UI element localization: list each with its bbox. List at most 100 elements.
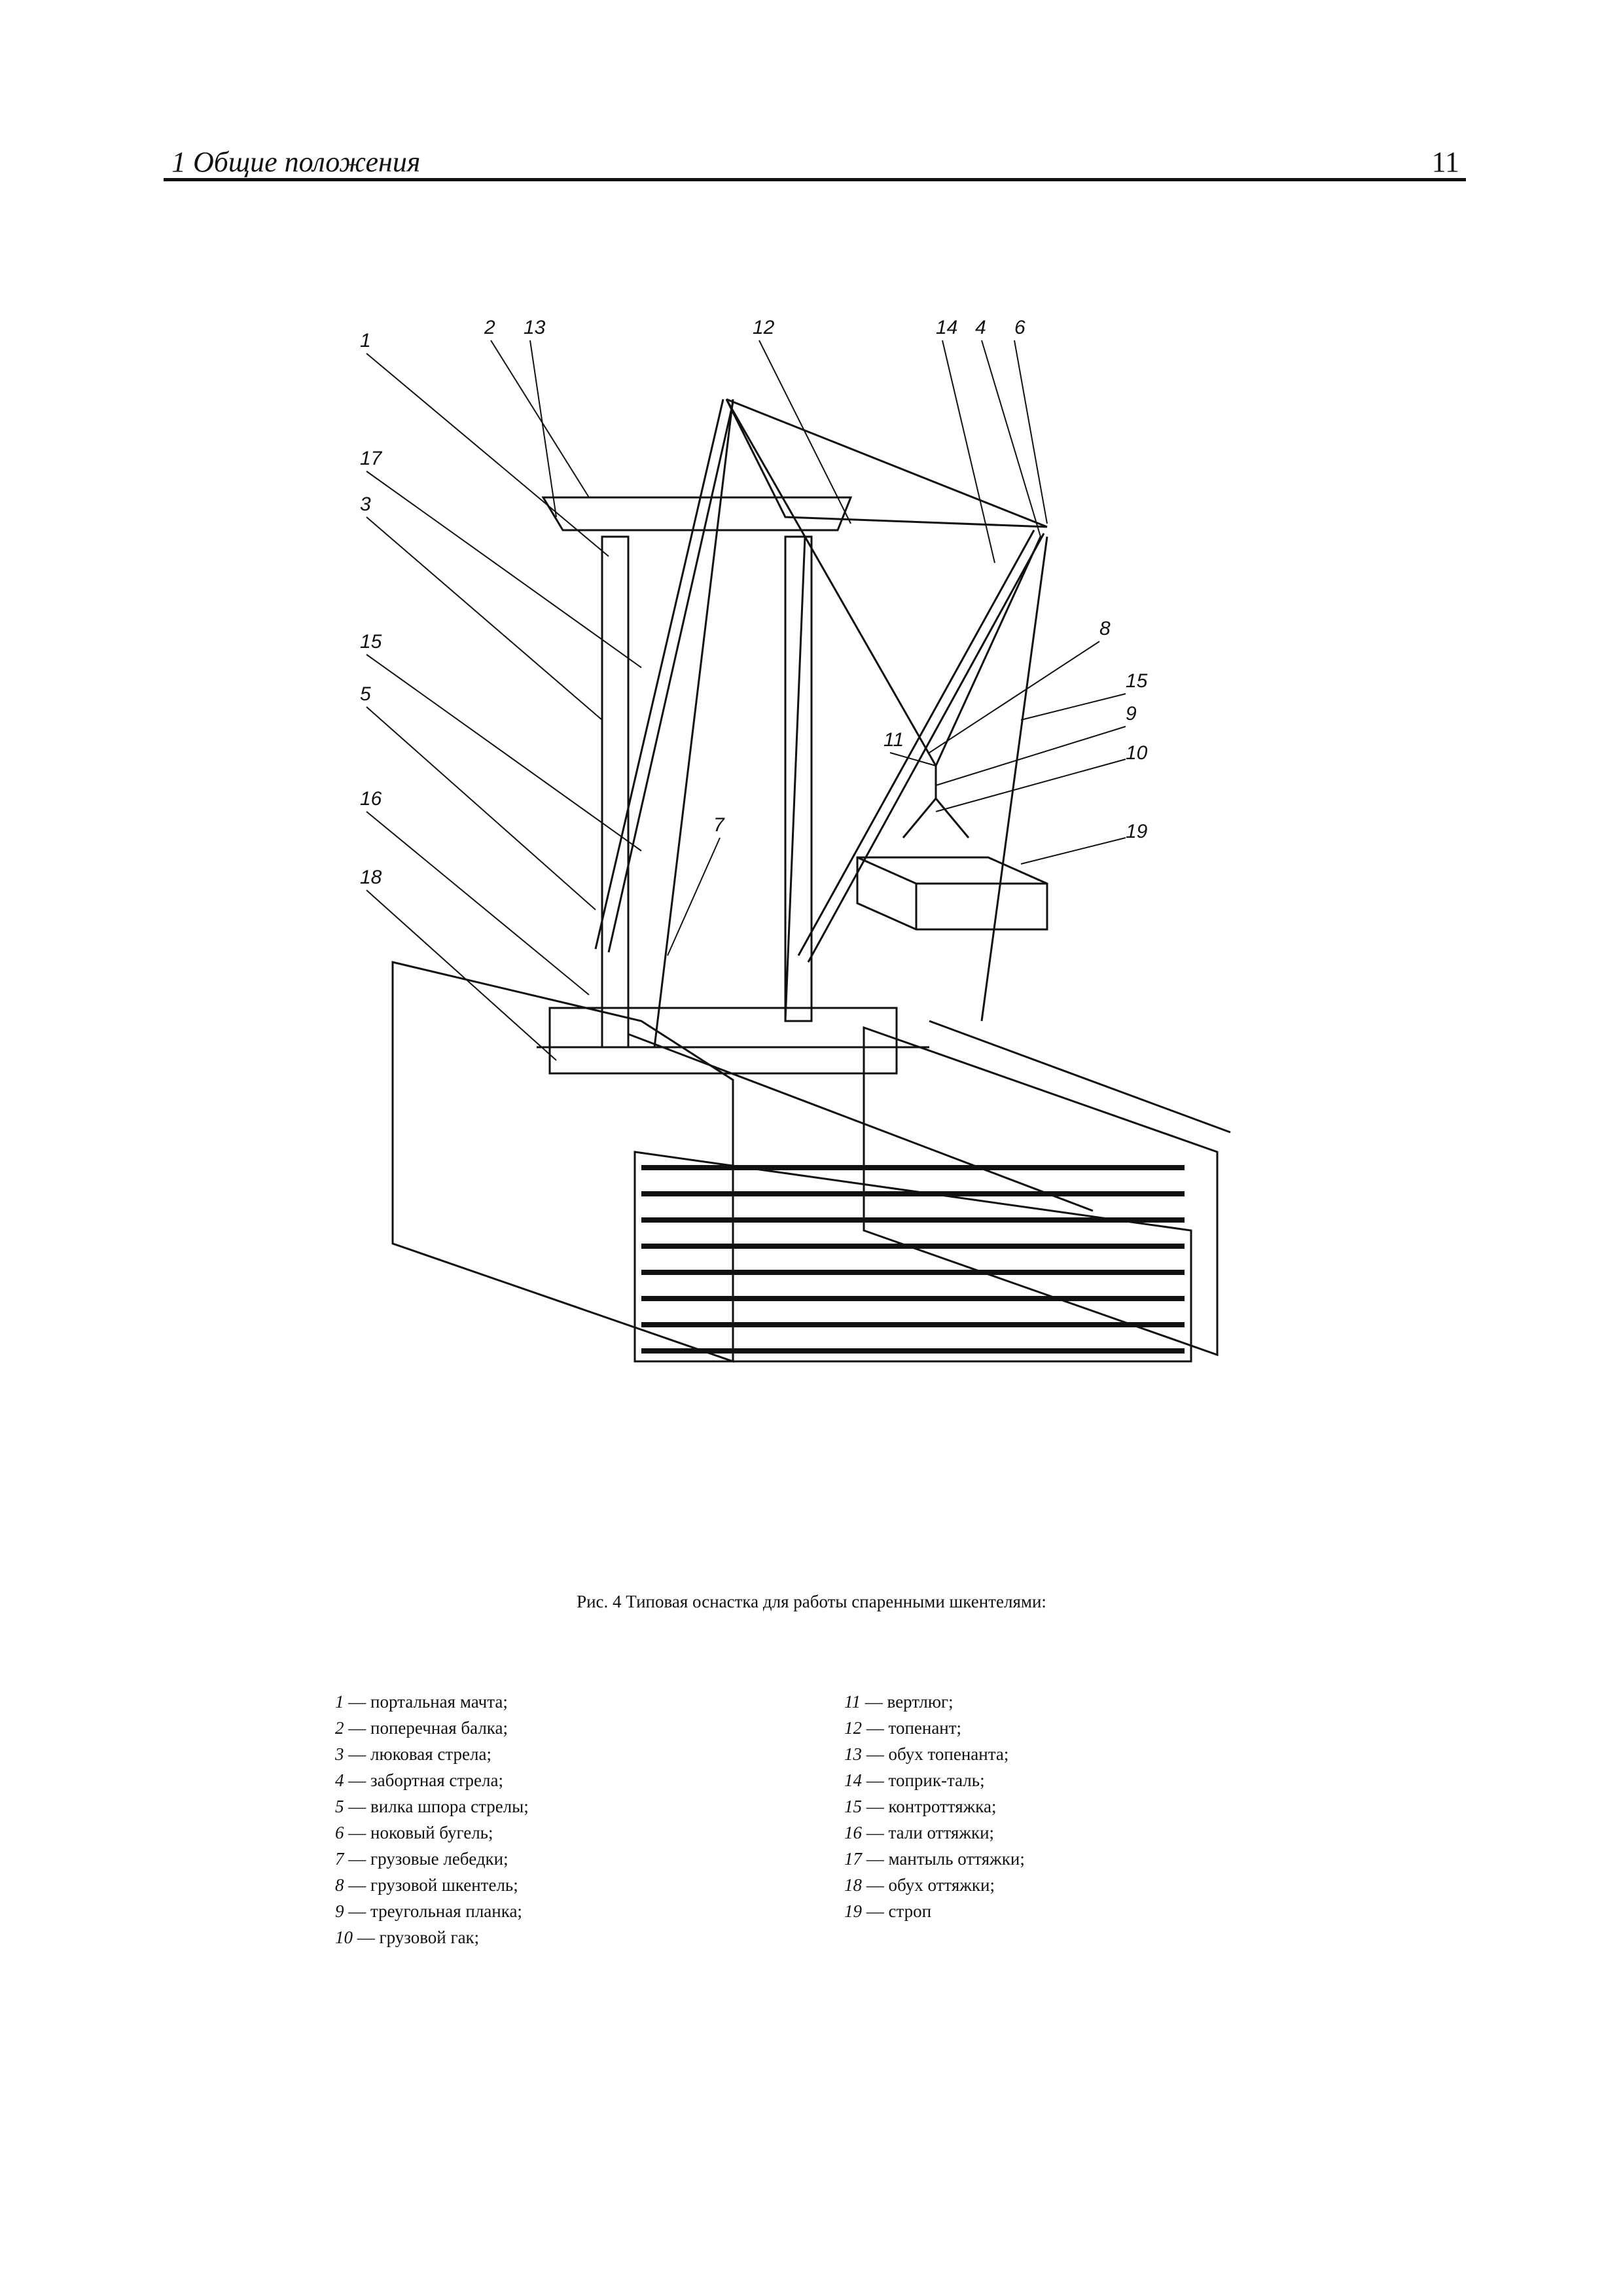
callout-2: 2 [484,317,495,338]
figure-drawing: 1 2 3 5 6 4 7 8 9 10 11 12 13 14 15 15 1… [360,317,1231,1363]
legend-right-column: 11 — вертлюг; 12 — топенант; 13 — обух т… [844,1689,1025,1924]
mast-left-column [601,535,630,1049]
hatch-coaming-right [929,1020,1231,1134]
guy-right [980,536,1048,1022]
callout-5: 5 [360,683,371,705]
legend-number: 1 [335,1692,344,1712]
legend-item: 15 — контроттяжка; [844,1793,1025,1820]
hatch-coaming-left [628,1033,1094,1212]
legend-number: 5 [335,1797,344,1816]
legend-number: 13 [844,1744,862,1764]
legend-number: 8 [335,1875,344,1895]
callout-4: 4 [975,317,986,338]
legend-number: 14 [844,1770,862,1790]
legend-text: — вилка шпора стрелы; [344,1797,529,1816]
callout-3: 3 [360,493,371,515]
hatch-boom [594,399,724,950]
legend-text: — контроттяжка; [862,1797,997,1816]
legend-number: 16 [844,1823,862,1842]
callout-14: 14 [936,317,957,338]
water-texture [641,1165,1185,1354]
legend-text: — забортная стрела; [344,1770,503,1790]
callout-12: 12 [753,317,775,338]
cargo-runner-right [935,536,1042,766]
legend-item: 6 — ноковый бугель; [335,1820,529,1846]
legend-left-column: 1 — портальная мачта; 2 — поперечная бал… [335,1689,529,1950]
legend-number: 3 [335,1744,344,1764]
drawing-lines [391,398,1231,1363]
legend-number: 18 [844,1875,862,1895]
hold-water [633,1151,1192,1363]
mast-right-column [784,535,813,1022]
legend-item: 10 — грузовой гак; [335,1924,529,1950]
callout-9: 9 [1126,703,1137,725]
legend-text: — портальная мачта; [344,1692,508,1712]
callout-11: 11 [883,729,904,751]
legend-number: 17 [844,1849,862,1869]
legend-text: — обух топенанта; [862,1744,1009,1764]
legend-item: 13 — обух топенанта; [844,1741,1025,1767]
legend-item: 18 — обух оттяжки; [844,1872,1025,1898]
legend-number: 19 [844,1901,862,1921]
callout-15b: 15 [360,631,382,653]
legend-item: 12 — топенант; [844,1715,1025,1741]
callout-15a: 15 [1126,670,1148,692]
legend-number: 9 [335,1901,344,1921]
legend-item: 16 — тали оттяжки; [844,1820,1025,1846]
legend-text: — грузовой шкентель; [344,1875,518,1895]
legend-number: 15 [844,1797,862,1816]
legend-item: 7 — грузовые лебедки; [335,1846,529,1872]
figure-caption: Рис. 4 Типовая оснастка для работы спаре… [577,1592,1046,1611]
legend-number: 4 [335,1770,344,1790]
deck-house [548,1007,898,1075]
legend-number: 10 [335,1928,353,1947]
legend-item: 17 — мантыль оттяжки; [844,1846,1025,1872]
callout-1: 1 [360,330,371,351]
legend-item: 5 — вилка шпора стрелы; [335,1793,529,1820]
callout-16: 16 [360,788,382,810]
legend-number: 6 [335,1823,344,1842]
hull-left [391,961,734,1363]
legend-item: 19 — строп [844,1898,1025,1924]
legend-item: 3 — люковая стрела; [335,1741,529,1767]
hook-sling [902,766,970,838]
chain-winch-line [784,536,806,1022]
guy-left [653,399,734,1048]
legend-number: 2 [335,1718,344,1738]
legend-number: 7 [335,1849,344,1869]
callout-19: 19 [1126,821,1148,842]
legend-text: — топрик-таль; [862,1770,985,1790]
section-title: 1 Общие положения [171,146,421,178]
legend-item: 2 — поперечная балка; [335,1715,529,1741]
legend-text: — треугольная планка; [344,1901,522,1921]
cargo-runner-left [725,399,937,766]
legend-text: — люковая стрела; [344,1744,491,1764]
legend-item: 8 — грузовой шкентель; [335,1872,529,1898]
callout-6: 6 [1014,317,1026,338]
callout-13: 13 [524,317,546,338]
callout-10: 10 [1126,742,1148,764]
page-number: 11 [1431,146,1459,178]
hull-right [863,1026,1219,1357]
legend-text: — тали оттяжки; [862,1823,995,1842]
legend-item: 1 — портальная мачта; [335,1689,529,1715]
cross-beam [541,496,853,531]
callout-7: 7 [713,814,725,836]
legend-text: — вертлюг; [861,1692,954,1712]
legend-item: 14 — топрик-таль; [844,1767,1025,1793]
topping-lift [725,399,1048,528]
legend-text: — поперечная балка; [344,1718,508,1738]
leader-lines [366,340,1126,1061]
legend-number: 11 [844,1692,861,1712]
callout-17: 17 [360,448,383,469]
legend-text: — грузовые лебедки; [344,1849,508,1869]
page-header: 1 Общие положения 11 [164,137,1466,183]
legend-item: 4 — забортная стрела; [335,1767,529,1793]
callout-numbers: 1 2 3 5 6 4 7 8 9 10 11 12 13 14 15 15 1… [360,317,1148,888]
callout-18: 18 [360,867,382,888]
legend-text: — грузовой гак; [353,1928,480,1947]
legend-text: — обух оттяжки; [862,1875,995,1895]
callout-8: 8 [1099,618,1111,639]
legend-text: — ноковый бугель; [344,1823,493,1842]
topping-tackle [726,398,1048,528]
